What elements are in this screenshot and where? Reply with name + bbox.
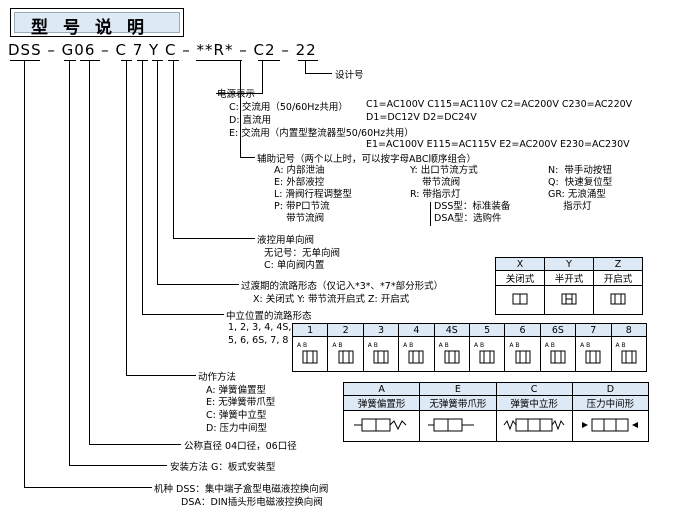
center-col-6S: 6S	[539, 323, 577, 337]
center-symbol-8-icon: A B	[610, 336, 648, 372]
action-line-c: C: 弹簧中立型	[206, 410, 267, 421]
power-header: 电源表示	[217, 89, 256, 100]
action-line-e: E: 无弹簧带爪型	[206, 397, 276, 408]
center-symbol-4-icon: A B	[398, 336, 435, 372]
aux-header: 辅助记号（两个以上时，可以按字母ABC顺序组合）	[257, 154, 476, 165]
closed-symbol-icon	[495, 285, 545, 315]
center-col-3: 3	[362, 323, 400, 337]
center-col-7: 7	[575, 323, 612, 337]
model-part-action: C	[115, 41, 127, 59]
model-part-type: DSS	[8, 41, 42, 59]
type-line-dss: 机种 DSS：集中端子盒型电磁液控换向阀	[154, 484, 329, 495]
half-open-symbol-icon	[544, 285, 594, 315]
model-part-power: C2	[253, 41, 276, 59]
model-part-mount: G	[61, 41, 75, 59]
transition-table: X Y Z 关闭式 半开式 开启式	[495, 257, 643, 315]
action-line-a: A: 弹簧偏置型	[206, 385, 267, 396]
center-header: 中立位置的流路形态	[226, 311, 312, 322]
mount-text: 安装方法 G：板式安装型	[170, 462, 276, 473]
model-part-transition: Y	[149, 41, 160, 59]
transition-header: 过渡期的流路形态（仅记入*3*、*7*部分形式）	[241, 281, 444, 292]
title-box: 型号说明	[10, 8, 184, 38]
action-header: 动作方法	[198, 372, 237, 383]
spring-center-symbol-icon	[495, 410, 573, 442]
center-col-8: 8	[610, 323, 648, 337]
center-line-2: 5, 6, 6S, 7, 8	[228, 335, 289, 346]
no-spring-detent-symbol-icon	[419, 410, 497, 442]
power-row-e: E: 交流用（内置型整流器型50/60Hz共用）	[229, 128, 414, 139]
page-title: 型号说明	[31, 18, 159, 38]
center-symbol-3-icon: A B	[362, 336, 400, 372]
center-col-4: 4	[398, 323, 435, 337]
center-symbol-1-icon: A B	[291, 336, 329, 372]
type-line-dsa: DSA：DIN插头形电磁液控换向阀	[181, 497, 323, 508]
center-symbol-4S-icon: A B	[433, 336, 470, 372]
center-symbol-6S-icon: A B	[539, 336, 577, 372]
model-part-aux: **R*	[196, 41, 234, 59]
power-row-c: C: 交流用（50/60Hz共用）	[229, 102, 348, 113]
pressure-center-symbol-icon	[571, 410, 650, 442]
check-header: 液控用单向阀	[257, 235, 315, 246]
power-row-e-values: E1=AC100V E115=AC115V E2=AC200V E230=AC2…	[366, 139, 630, 150]
check-line-none: 无记号：无单向阀	[264, 248, 341, 259]
model-part-design: 22	[295, 41, 317, 59]
spring-offset-symbol-icon	[342, 410, 421, 442]
center-col-4S: 4S	[433, 323, 470, 337]
center-line-1: 1, 2, 3, 4, 4S,	[228, 322, 292, 333]
model-part-size: 06	[74, 41, 96, 59]
center-symbol-5-icon: A B	[468, 336, 506, 372]
power-row-c-values: C1=AC100V C115=AC110V C2=AC200V C230=AC2…	[366, 99, 633, 110]
transition-options: X: 关闭式 Y: 带节流开启式 Z: 开启式	[253, 294, 410, 305]
model-code: DSS – G06 – C 7 Y C – **R* – C2 – 22	[8, 41, 317, 59]
action-table: A E C D 弹簧偏置形 无弹簧带爪形 弹簧中立形 压力中间形	[342, 382, 650, 442]
check-line-c: C: 单向阀内置	[264, 260, 325, 271]
center-symbol-6-icon: A B	[504, 336, 541, 372]
center-col-1: 1	[291, 323, 329, 337]
center-symbol-7-icon: A B	[575, 336, 612, 372]
action-line-d: D: 压力中间型	[206, 423, 268, 434]
design-no-label: 设计号	[335, 70, 364, 81]
center-symbol-2-icon: A B	[327, 336, 364, 372]
power-row-d-values: D1=DC12V D2=DC24V	[366, 112, 477, 123]
size-text: 公称直径 04口径，06口径	[184, 441, 297, 452]
center-col-2: 2	[327, 323, 364, 337]
model-part-center: 7	[132, 41, 144, 59]
power-row-d: D: 直流用	[229, 115, 272, 126]
center-col-5: 5	[468, 323, 506, 337]
open-symbol-icon	[593, 285, 643, 315]
center-col-6: 6	[504, 323, 541, 337]
model-part-check: C	[164, 41, 177, 59]
